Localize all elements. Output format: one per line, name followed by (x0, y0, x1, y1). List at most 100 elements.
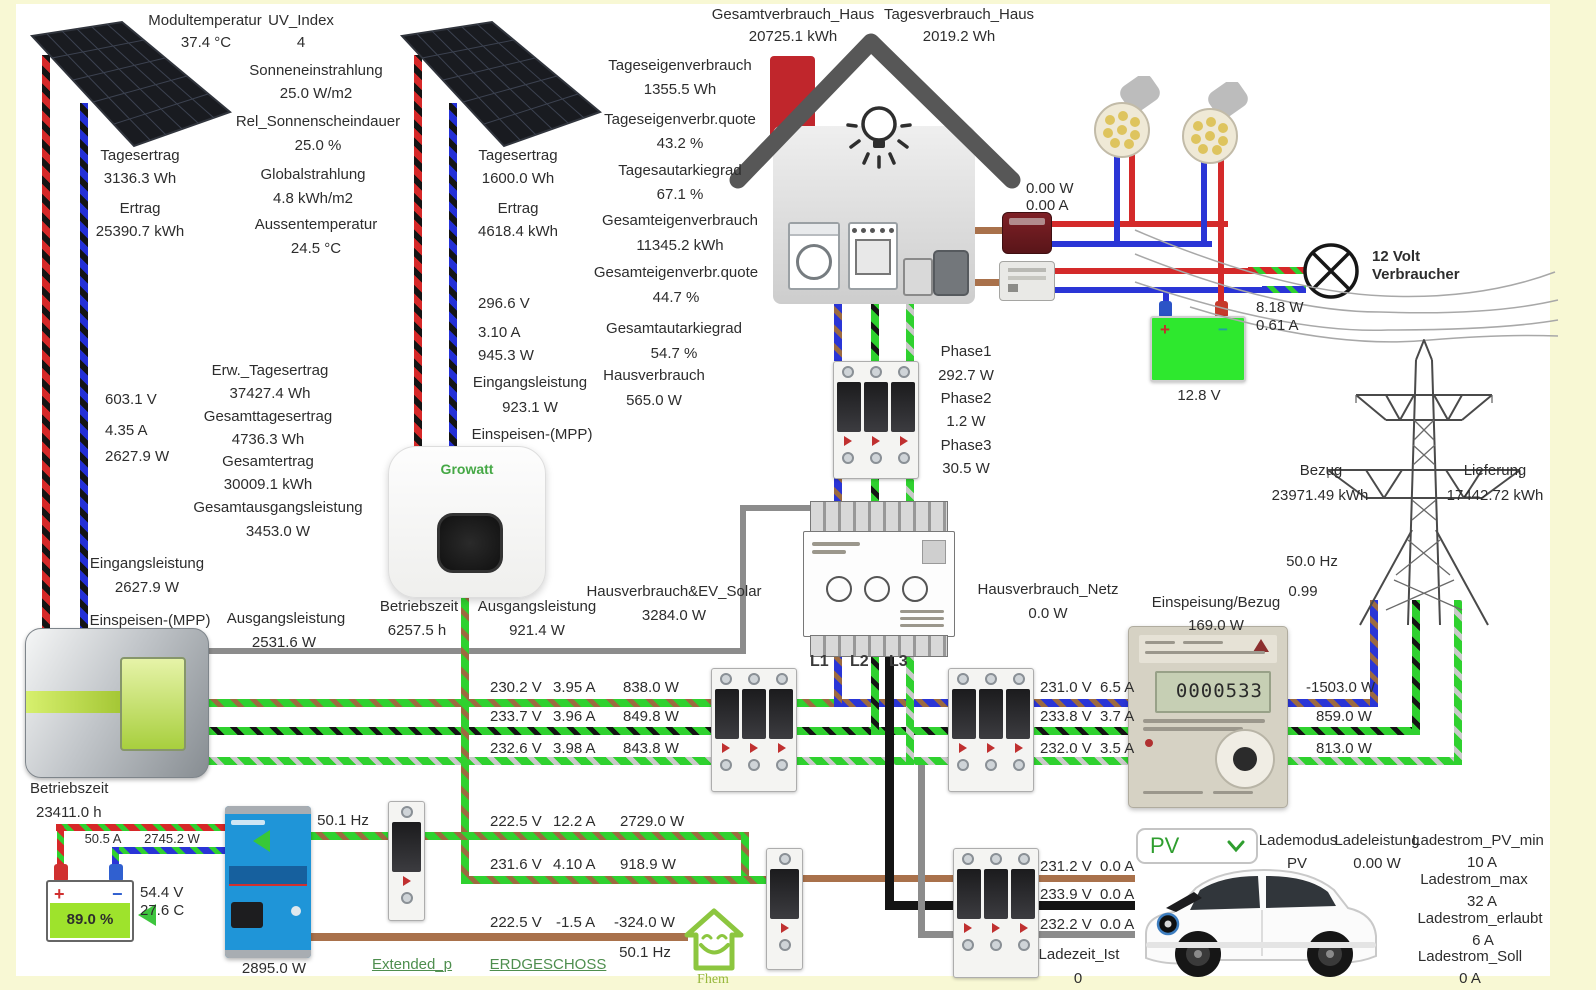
knx-terminals-top (810, 501, 948, 533)
row-left-1-v: 230.2 V (490, 679, 542, 696)
link-extended-p[interactable]: Extended_p (371, 956, 453, 973)
value-ladestrom-pv-min: 10 A (1466, 854, 1498, 871)
link-erdgeschoss[interactable]: ERDGESCHOSS (489, 956, 607, 973)
value-pv1-voltage: 603.1 V (105, 391, 157, 408)
value-pv2-current: 3.10 A (478, 324, 521, 341)
value-modultemperatur: 37.4 °C (180, 34, 232, 51)
meter-dial (1215, 729, 1275, 789)
label-growatt-eingang: Eingangsleistung (472, 374, 588, 391)
label-tagesverbrauch-haus: Tagesverbrauch_Haus (883, 6, 1035, 23)
spot-lamp-icon (1182, 82, 1248, 164)
breaker-ev (953, 848, 1039, 978)
meter-display: 0000533 (1175, 680, 1263, 702)
wire-l1 (1030, 699, 1130, 707)
lademodus-dropdown[interactable]: PV (1136, 828, 1258, 864)
value-lamp-power: 8.18 W (1256, 299, 1304, 316)
label-gesamtertrag: Gesamtertrag (222, 453, 314, 470)
value-12v-current: 0.00 A (1026, 197, 1069, 214)
battery-minus-sign: − (1218, 320, 1228, 339)
wire-batt-minus (112, 847, 226, 854)
label-12v-verbraucher-1: 12 Volt (1372, 248, 1421, 265)
label-growatt-betriebszeit: Betriebszeit (379, 598, 459, 615)
label-knx-l3: L3 (889, 653, 908, 670)
value-ladestrom-erlaubt: 6 A (1472, 932, 1494, 949)
label-globalstrahlung: Globalstrahlung (260, 166, 366, 183)
label-hausverbrauch-netz: Hausverbrauch_Netz (977, 581, 1119, 598)
growatt-display (437, 513, 503, 573)
victron-inverter (225, 806, 311, 958)
label-growatt-ausgang: Ausgangsleistung (477, 598, 597, 615)
value-growatt-ausgang: 921.4 W (509, 622, 565, 639)
battery-12v: + − (1150, 316, 1246, 382)
label-gesamtautarkiegrad: Gesamtautarkiegrad (606, 320, 742, 337)
value-batt48-power: 2745.2 W (144, 831, 200, 846)
label-phase1: Phase1 (940, 343, 992, 360)
value-lademodus: PV (1286, 855, 1308, 872)
row-right-1-w: -1503.0 W (1306, 679, 1376, 696)
wire-12v-plus2 (1050, 268, 1250, 274)
growatt-logo: Growatt (440, 461, 494, 477)
value-aussentemperatur: 24.5 °C (290, 240, 342, 257)
value-pv2-voltage: 296.6 V (478, 295, 530, 312)
wire-pv2-plus (414, 55, 422, 450)
label-gesamttagesertrag: Gesamttagesertrag (203, 408, 333, 425)
value-ladezeit: 0 (1073, 970, 1083, 987)
row-ev-3-a: 0.0 A (1100, 916, 1135, 933)
wire-batt-plus (57, 824, 64, 868)
wire-l3 (205, 757, 711, 765)
charge-arrow-icon (138, 904, 156, 926)
row-right-2-w: 859.0 W (1316, 708, 1372, 725)
stove-icon (848, 222, 898, 290)
wire-house-dc1 (972, 227, 1004, 234)
value-tagesautarkiegrad: 67.1 % (656, 186, 704, 203)
wire-ev-l1 (798, 875, 953, 882)
meter-lcd: 0000533 (1155, 671, 1271, 713)
label-sma-betriebszeit: Betriebszeit (30, 780, 109, 797)
value-pv2-ertrag: 4618.4 kWh (477, 223, 559, 240)
value-grid-cosphi: 0.99 (1288, 583, 1318, 600)
row-left-2-a: 3.96 A (553, 708, 596, 725)
value-12v-power: 0.00 W (1026, 180, 1074, 197)
lightbulb-icon (846, 106, 912, 169)
wire-pv1-plus (42, 55, 50, 635)
wire-l3-up (1454, 600, 1462, 765)
label-ladeleistung: Ladeleistung (1334, 832, 1420, 849)
value-pv2-tagesertrag: 1600.0 Wh (481, 170, 555, 187)
row-erd-2-v: 231.6 V (490, 856, 542, 873)
label-gesamtverbrauch-haus: Gesamtverbrauch_Haus (711, 6, 875, 23)
row-erd-1-a: 12.2 A (553, 813, 596, 830)
wire-ev-l3 (918, 931, 953, 938)
row-right-3-w: 813.0 W (1316, 740, 1372, 757)
label-12v-verbraucher-2: Verbraucher (1372, 266, 1460, 283)
value-pv1-ertrag: 25390.7 kWh (95, 223, 185, 240)
row-left-2-v: 233.7 V (490, 708, 542, 725)
value-victron-freq: 50.1 Hz (317, 812, 369, 829)
battery-12v-plus-terminal (1215, 301, 1228, 318)
label-tageseigenverbrauch: Tageseigenverbrauch (608, 57, 752, 74)
wire-l3 (797, 757, 950, 765)
value-batt48-current: 50.5 A (84, 831, 122, 846)
battery48-minus-sign: − (112, 884, 123, 904)
sma-display (120, 657, 186, 751)
breaker-ev-single (766, 848, 803, 970)
fhem-logo-label: Fhem (697, 972, 729, 987)
row-mid-3-v: 232.0 V (1040, 740, 1092, 757)
wire-lamp2-plus (1218, 158, 1224, 318)
wire-ev-l3 (918, 765, 925, 937)
value-gesamtautarkiegrad: 54.7 % (650, 345, 698, 362)
breaker-victron (388, 801, 425, 921)
label-sonnenscheindauer: Rel_Sonnenscheindauer (235, 113, 401, 130)
wire-lamp2-minus (1201, 148, 1207, 245)
value-victron-power: 2895.0 W (241, 960, 307, 977)
wire-house-l1 (834, 477, 842, 505)
value-ladestrom-max: 32 A (1466, 893, 1498, 910)
value-erd-freq: 50.1 Hz (619, 944, 671, 961)
value-gesamteigenverbr-quote: 44.7 % (652, 289, 700, 306)
value-battery12-voltage: 12.8 V (1177, 387, 1221, 404)
value-einspeisung-bezug: 169.0 W (1188, 617, 1244, 634)
wire-l2 (1030, 727, 1130, 735)
wire-ev-l3 (1037, 931, 1135, 938)
row-mid-3-a: 3.5 A (1100, 740, 1135, 757)
label-pv1-ertrag: Ertrag (119, 200, 161, 217)
